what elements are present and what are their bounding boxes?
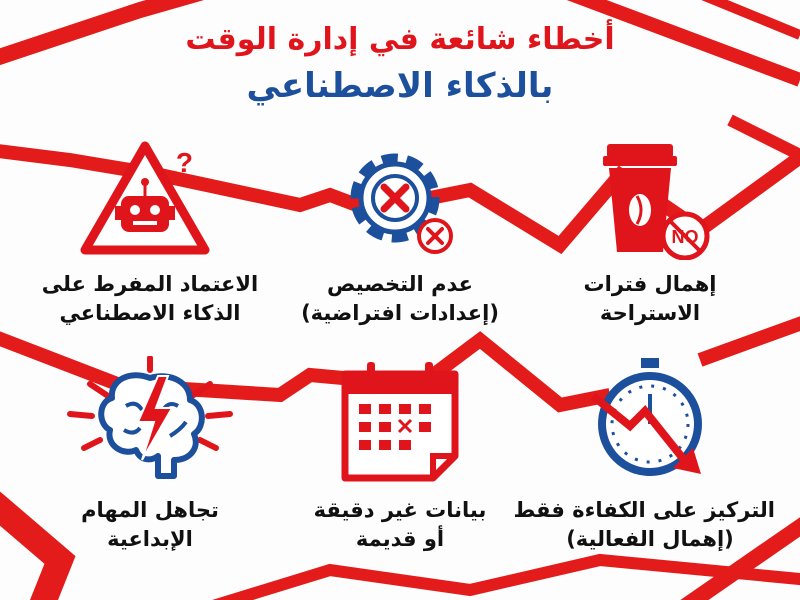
mistake-item-ai-overreliance: ? الاعتماد المفرط على الذكاء الاصطناعي: [25, 140, 275, 328]
gear-x-icon: [350, 153, 453, 254]
ribbon-right-mid: [697, 316, 800, 367]
item-label-line2: الاستراحة: [599, 301, 701, 325]
ribbon-top: [0, 0, 205, 66]
ribbon-bottom-right: [680, 517, 800, 600]
item-label-line1: تجاهل المهام: [81, 498, 219, 522]
coffee-cup-no-icon: NO: [603, 144, 710, 260]
mistake-item-inaccurate-data: بيانات غير دقيقة أو قديمة: [275, 356, 525, 554]
ribbon-top-right: [566, 0, 800, 87]
item-label-line1: إهمال فترات: [583, 272, 717, 296]
title-line-2: بالذكاء الاصطناعي: [246, 66, 554, 106]
item-label-line2: (إهمال الفعالية): [566, 527, 734, 551]
mistake-item-breaks: NO إهمال فترات الاستراحة: [525, 140, 775, 328]
item-label-line1: التركيز على الكفاءة فقط: [513, 498, 775, 522]
item-label-line1: عدم التخصيص: [327, 272, 473, 296]
ribbon-right: [701, 0, 800, 40]
item-label-line1: بيانات غير دقيقة: [313, 498, 487, 522]
ribbon-bottom: [0, 491, 76, 600]
robot-warning-icon: ?: [80, 141, 210, 255]
title-line-1: أخطاء شائعة في إدارة الوقت: [185, 22, 615, 57]
item-label-line2: الذكاء الاصطناعي: [59, 301, 241, 325]
item-label-line2: أو قديمة: [355, 527, 445, 551]
ribbon-bottom-mid: [212, 553, 800, 600]
mistake-item-efficiency: التركيز على الكفاءة فقط (إهمال الفعالية): [513, 356, 775, 554]
mistake-item-customization: عدم التخصيص (إعدادات افتراضية): [275, 140, 525, 328]
item-label-line1: الاعتماد المفرط على: [41, 272, 259, 296]
mistake-item-creative-tasks: تجاهل المهام الإبداعية: [25, 356, 275, 554]
ribbon-mid-upper-2: [727, 114, 800, 162]
no-badge-text: NO: [672, 227, 699, 247]
brain-lightning-icon: [67, 356, 233, 479]
calendar-x-icon: [341, 362, 459, 482]
item-label-line2: (إعدادات افتراضية): [301, 301, 499, 325]
stopwatch-down-arrow-icon: [590, 358, 702, 476]
item-label-line2: الإبداعية: [107, 527, 193, 551]
svg-text:?: ?: [176, 147, 193, 178]
